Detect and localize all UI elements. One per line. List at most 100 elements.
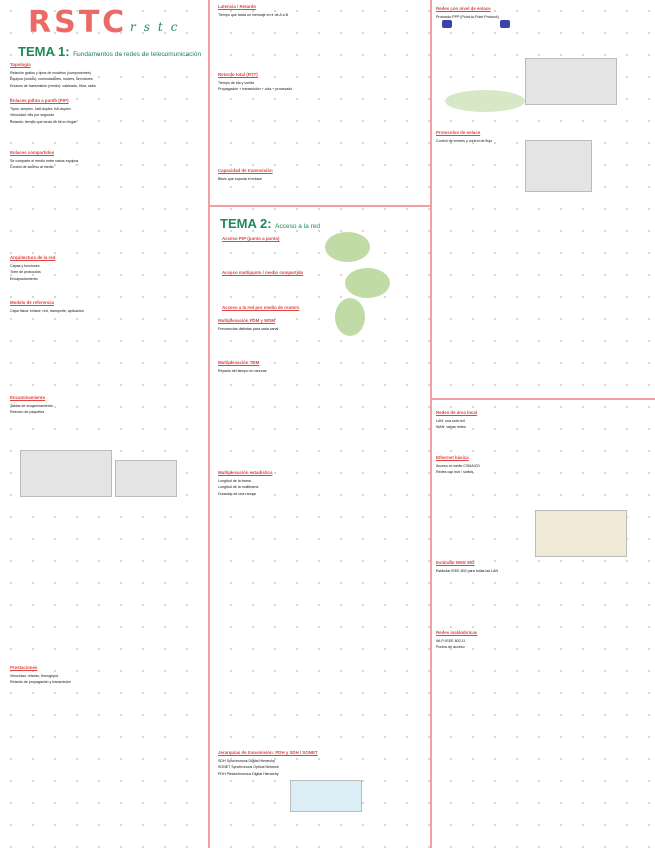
section-heading: Estándar IEEE 802 bbox=[436, 560, 475, 565]
section-heading: Multiplexación FDM y WDM bbox=[218, 318, 276, 323]
note-line: Tablas de encaminamiento bbox=[10, 404, 53, 408]
note-line: Encapsulamiento bbox=[10, 276, 38, 281]
note-section: Multiplexación FDM y WDM Frecuencias dist… bbox=[218, 318, 423, 332]
note-line: Acceso al medio CSMA/CD bbox=[436, 464, 480, 468]
note-line: Protocolo PPP (Point-to-Point Protocol) bbox=[436, 15, 499, 19]
section-heading: Capacidad de transmisión bbox=[218, 168, 273, 173]
note-section: Acceso PtP (punto a punto) bbox=[222, 236, 332, 244]
diagram-figure bbox=[20, 450, 112, 497]
note-line: Capas y funciones bbox=[10, 264, 40, 268]
network-cloud-figure bbox=[345, 268, 390, 298]
tema1-text: Fundamentos de redes de telecomunicación bbox=[73, 51, 202, 58]
section-heading: Topología bbox=[10, 62, 31, 67]
note-line: WAN: varias redes bbox=[436, 425, 466, 430]
note-line: Velocidad, retardo, throughput bbox=[10, 674, 59, 678]
note-line: LAN: una sola red bbox=[436, 419, 465, 423]
note-line: Reparto del tiempo en ranuras bbox=[218, 369, 267, 373]
note-line: Velocidad: bits por segundo bbox=[10, 113, 55, 118]
note-line: Longitud de la multitrama bbox=[218, 485, 259, 490]
note-section: Enlaces compartidos Se comparte el medio … bbox=[10, 150, 205, 171]
tema2-text: Acceso a la red bbox=[275, 223, 320, 230]
router-icon bbox=[442, 20, 452, 28]
router-icon bbox=[500, 20, 510, 28]
note-line: Longitud de la trama bbox=[218, 479, 251, 483]
page-title: RSTC bbox=[28, 5, 128, 40]
tema2-label: TEMA 2: bbox=[220, 216, 272, 231]
note-line: SONET Synchronous Optical Network bbox=[218, 765, 279, 770]
note-line: Control de errores y control de flujo bbox=[436, 139, 493, 143]
diagram-figure bbox=[535, 510, 627, 557]
note-line: Duración de una ranura bbox=[218, 491, 256, 496]
section-heading: Retardo total (RTT) bbox=[218, 72, 258, 77]
section-heading: Ethernet básica bbox=[436, 455, 469, 460]
column-divider-1 bbox=[208, 0, 210, 848]
note-line: Bits/s que soporta el enlace bbox=[218, 177, 263, 181]
tema2-heading: TEMA 2: Acceso a la red bbox=[220, 216, 320, 234]
note-line: Torre de protocolos bbox=[10, 270, 41, 275]
note-line: Equipos (nodos): conmutadores, routers, … bbox=[10, 77, 93, 82]
section-heading: Encaminamiento bbox=[10, 395, 46, 400]
note-line: Estándar IEEE 802 para todas las LAN bbox=[436, 569, 499, 573]
section-heading: Acceso multipunto / medio compartido bbox=[222, 270, 304, 275]
network-cloud-figure bbox=[335, 298, 365, 336]
note-line: Tiempo de ida y vuelta bbox=[218, 81, 255, 85]
note-section: Retardo total (RTT) Tiempo de ida y vuelt… bbox=[218, 72, 423, 93]
note-line: Retardo de propagación y transmisión bbox=[10, 680, 71, 685]
diagram-figure bbox=[115, 460, 177, 497]
section-heading: Prestaciones bbox=[10, 665, 38, 670]
section-heading: Modelo de referencia bbox=[10, 300, 54, 305]
tema1-label: TEMA 1: bbox=[18, 44, 70, 59]
tema-divider bbox=[208, 205, 430, 207]
note-line: Wi-Fi IEEE 802.11 bbox=[436, 639, 466, 643]
note-line: Tipos: simplex, half-duplex, full-duplex bbox=[10, 107, 71, 111]
note-section: Acceso a la red por medio de routers bbox=[222, 305, 332, 313]
note-section: Acceso multipunto / medio compartido bbox=[222, 270, 332, 278]
section-heading: Arquitectura de la red bbox=[10, 255, 56, 260]
note-line: Control de acceso al medio bbox=[10, 165, 54, 170]
note-line: Puntos de acceso bbox=[436, 645, 465, 650]
diagram-figure bbox=[525, 58, 617, 105]
note-line: Frecuencias distintas para cada canal bbox=[218, 327, 279, 331]
section-heading: Multiplexación estadística bbox=[218, 470, 273, 475]
section-divider bbox=[430, 398, 655, 400]
note-line: Reenvío de paquetes bbox=[10, 410, 45, 415]
note-line: PDH Plesiochronous Digital Hierarchy bbox=[218, 771, 279, 776]
section-heading: Enlaces compartidos bbox=[10, 150, 55, 155]
note-line: Propagación + transmisión + cola + proce… bbox=[218, 87, 293, 92]
note-section: Enlaces punto a punto (PtP)Tipos: simple… bbox=[10, 98, 205, 125]
column-divider-2 bbox=[430, 0, 432, 848]
tema1-heading: TEMA 1: Fundamentos de redes de telecomu… bbox=[18, 44, 201, 62]
multiplexer-diagram bbox=[290, 780, 362, 812]
note-section: Jerarquías de transmisión: PDH y SDH / S… bbox=[218, 750, 423, 777]
note-section: Multiplexación TDM Reparto del tiempo en … bbox=[218, 360, 423, 374]
page-subtitle: rstc bbox=[130, 20, 186, 34]
note-line: Relación grafos y tipos de modelos (comp… bbox=[10, 71, 91, 75]
section-heading: Protocolos de enlace bbox=[436, 130, 481, 135]
section-heading: Acceso a la red por medio de routers bbox=[222, 305, 300, 310]
network-cloud-figure bbox=[325, 232, 370, 262]
section-heading: Multiplexación TDM bbox=[218, 360, 260, 365]
note-line: Se comparte el medio entre varios equipo… bbox=[10, 159, 79, 163]
note-line: Tiempo que tarda un mensaje en ir de A a… bbox=[218, 13, 288, 17]
network-cloud-figure bbox=[445, 90, 525, 112]
diagram-figure bbox=[525, 140, 592, 192]
note-line: Capa física, enlace, red, transporte, ap… bbox=[10, 309, 84, 313]
note-line: Redes con hub / switch bbox=[436, 470, 474, 475]
note-line: SDH Synchronous Digital Hierarchy bbox=[218, 759, 275, 763]
section-heading: Latencia / Retardo bbox=[218, 4, 257, 9]
note-line: Retardo: tiempo que tarda un bit en lleg… bbox=[10, 119, 77, 124]
